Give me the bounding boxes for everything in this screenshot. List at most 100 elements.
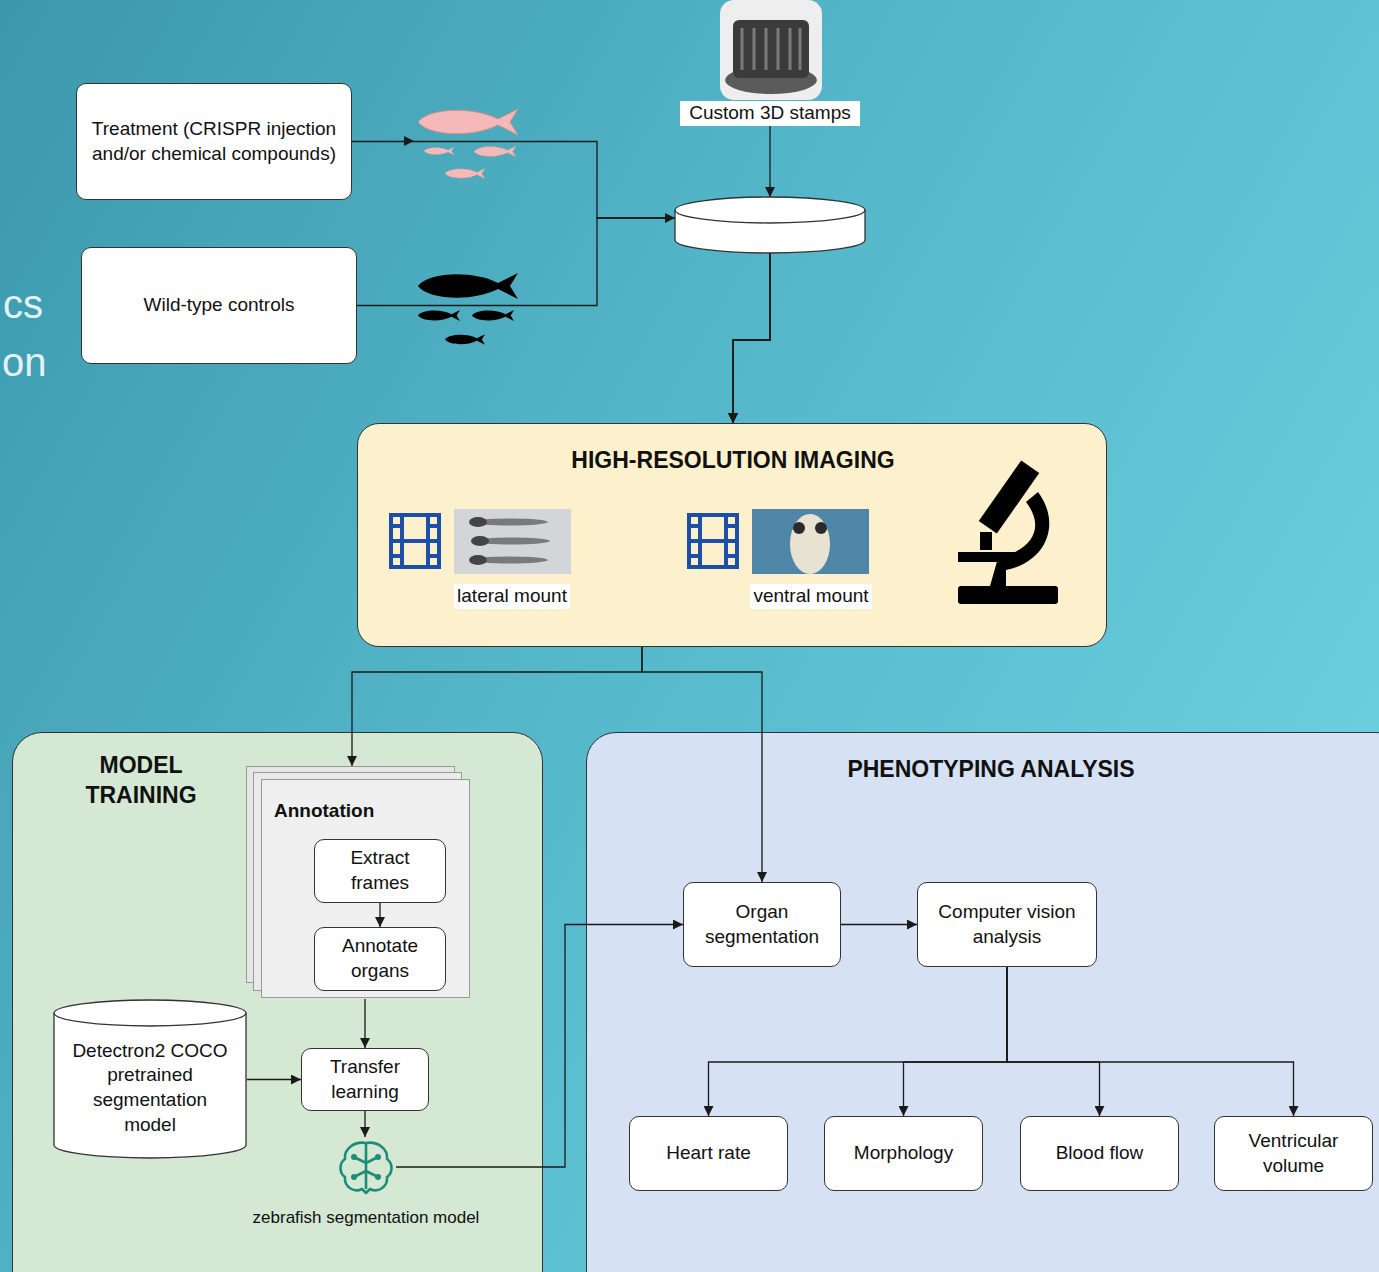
larva-head	[469, 517, 487, 527]
petri-dish	[675, 197, 865, 253]
fish-icon	[445, 168, 485, 178]
fish-icon	[418, 109, 518, 135]
photo-ground	[454, 509, 571, 574]
process-box: Annotate organs	[314, 927, 446, 991]
film-frame	[689, 515, 737, 567]
fish-icon	[424, 147, 454, 155]
larva-eye	[793, 522, 805, 534]
film-lines	[391, 515, 439, 567]
flow-arrow	[841, 924, 917, 925]
film-icon	[689, 515, 737, 567]
larva-head	[469, 555, 487, 565]
output-box: Blood flow	[1020, 1116, 1179, 1191]
larva-head	[471, 536, 489, 546]
box-text: Transfer learning	[312, 1055, 418, 1104]
fish-icon	[418, 310, 460, 321]
box-text: Detectron2 COCO pretrained segmentation …	[65, 1039, 235, 1138]
process-box: Extract frames	[314, 839, 446, 903]
microscope-base	[958, 586, 1058, 604]
ventral-photo	[752, 509, 869, 574]
training-panel: Extract framesAnnotate organsAnnotation …	[12, 732, 543, 1272]
lateral-photo	[454, 509, 571, 574]
box-text: Custom 3D stamps	[689, 101, 851, 126]
process-box: Transfer learning	[301, 1048, 429, 1111]
process-box: Computer vision analysis	[917, 882, 1097, 967]
arrow-head	[665, 213, 675, 223]
brain-circuit	[341, 1143, 392, 1193]
dish-body	[675, 197, 865, 253]
picture-caption: ventral mount	[750, 584, 871, 609]
stamp-ridges	[742, 28, 800, 70]
brain-outline	[341, 1143, 392, 1193]
circuit-lines	[354, 1143, 378, 1189]
microscope-lens	[980, 532, 992, 550]
title-fragment: on	[2, 340, 47, 384]
panel-title: HIGH-RESOLUTION IMAGING	[358, 446, 1108, 476]
cylinder-rim	[54, 1013, 246, 1026]
circuit-dots	[351, 1154, 381, 1180]
box-text: Ventricular volume	[1225, 1129, 1362, 1178]
panel-title: PHENOTYPING ANALYSIS	[587, 755, 1379, 785]
box-text: Heart rate	[666, 1141, 750, 1166]
panel-title: MODEL TRAINING	[61, 751, 221, 811]
microscope-tube	[979, 460, 1039, 533]
phenotyping-panel: Organ segmentation Computer vision analys…	[586, 732, 1379, 1272]
model-icon	[336, 1137, 396, 1197]
output-box: Ventricular volume	[1214, 1116, 1373, 1191]
flow-arrow	[364, 999, 365, 1048]
flow-arrow	[364, 1111, 365, 1137]
box-text: Organ segmentation	[694, 900, 830, 949]
dot	[375, 1154, 381, 1160]
stamp-block	[733, 20, 809, 78]
panel-title: Annotation	[274, 799, 454, 824]
picture-caption: lateral mount	[454, 584, 570, 609]
flow-arrow	[247, 1079, 301, 1080]
fish-icon	[474, 146, 516, 157]
larva	[790, 514, 830, 574]
cylinder-body	[54, 1000, 246, 1158]
database-cylinder: Detectron2 COCO pretrained segmentation …	[53, 999, 247, 1159]
box-text: Annotate organs	[325, 934, 435, 983]
box-text: Extract frames	[325, 846, 435, 895]
microscope-icon	[958, 460, 1058, 604]
box-text: Computer vision analysis	[928, 900, 1086, 949]
treated-fish	[418, 109, 518, 179]
flow-arrow	[379, 903, 380, 927]
dot	[351, 1174, 357, 1180]
control-fish	[418, 273, 518, 345]
picture-label: Custom 3D stamps	[680, 101, 860, 126]
annotation-stack: Extract framesAnnotate organs Annotation	[246, 766, 471, 999]
imaging-panel: HIGH-RESOLUTION IMAGING lateral mount vent…	[357, 423, 1107, 647]
process-box: Organ segmentation	[683, 882, 841, 967]
output-box: Heart rate	[629, 1116, 788, 1191]
film-lines	[689, 515, 737, 567]
fish-icon	[445, 334, 485, 344]
box-text: Treatment (CRISPR injection and/or chemi…	[87, 117, 341, 166]
film-icon	[391, 515, 439, 567]
box-text: Morphology	[854, 1141, 953, 1166]
fish-icon	[472, 310, 514, 321]
flow-arrow	[733, 126, 770, 423]
box-text: Wild-type controls	[144, 293, 295, 318]
larva-eye	[815, 522, 827, 534]
photo-ground	[720, 0, 822, 100]
dot	[375, 1174, 381, 1180]
panel-title: zebrafish segmentation model	[216, 1207, 516, 1229]
arrow-head	[404, 136, 414, 146]
arrow-head	[765, 187, 775, 197]
process-box: Treatment (CRISPR injection and/or chemi…	[76, 83, 352, 200]
photo-ground	[752, 509, 869, 574]
flow-arrow	[352, 142, 770, 424]
fish-icon	[418, 273, 518, 299]
stamp-picture	[720, 0, 822, 100]
dot	[351, 1154, 357, 1160]
dish-rim	[675, 210, 865, 223]
film-frame	[391, 515, 439, 567]
model-node: zebrafish segmentation model	[216, 1137, 516, 1235]
page	[262, 780, 470, 998]
output-box: Morphology	[824, 1116, 983, 1191]
process-box: Wild-type controls	[81, 247, 357, 364]
title-fragment: cs	[3, 282, 43, 326]
box-text: Blood flow	[1056, 1141, 1144, 1166]
